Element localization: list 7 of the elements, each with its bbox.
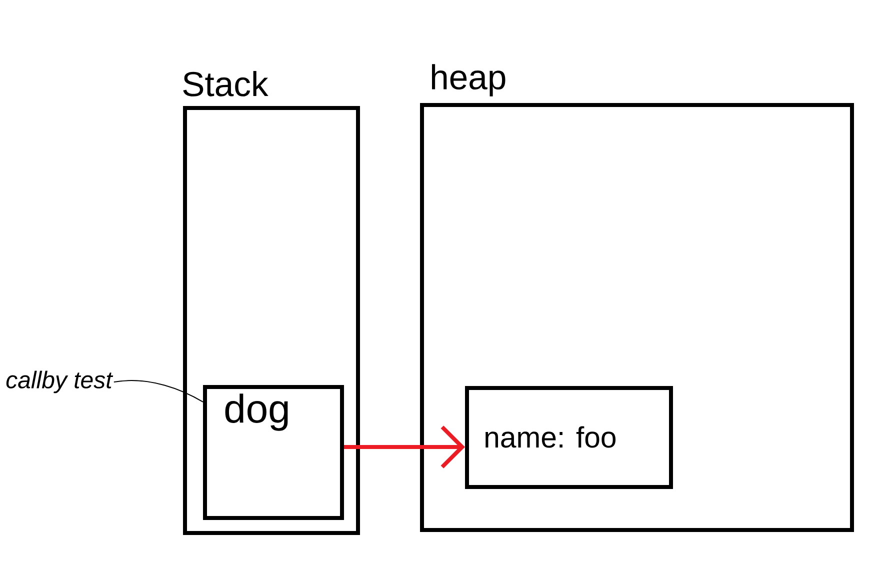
arrow	[344, 426, 465, 468]
leader-line	[113, 380, 204, 402]
stack-heading: Stack	[183, 70, 268, 96]
variable-box: dog	[203, 385, 344, 520]
note-text: callby test	[6, 370, 114, 394]
object-box: name: foo	[465, 386, 673, 489]
heap-heading: heap	[432, 64, 506, 96]
